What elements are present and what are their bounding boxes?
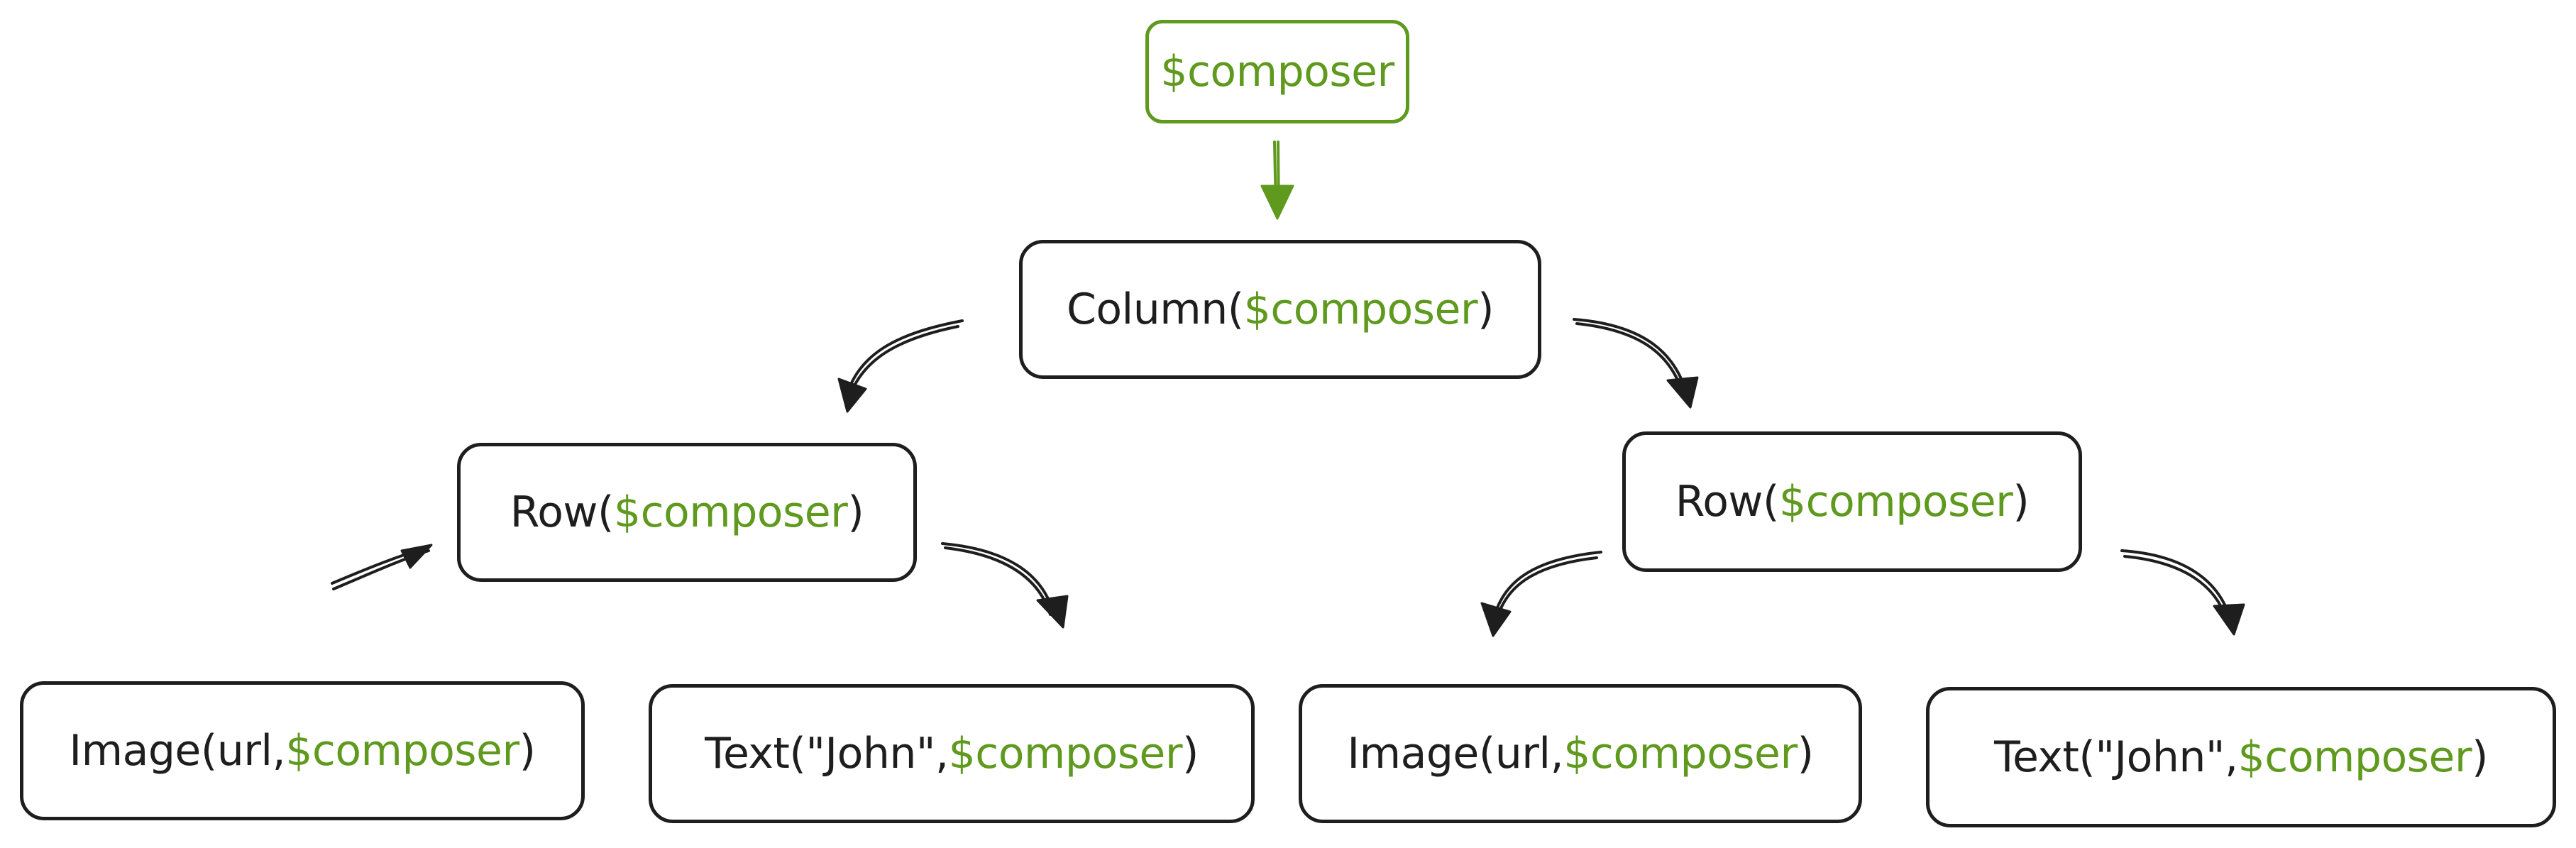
column-node-arg: $composer (1243, 285, 1478, 334)
text-right-close: ) (2472, 732, 2488, 782)
arrowhead-column-to-row-left (837, 378, 867, 413)
text-left-name: Text("John", (705, 729, 949, 778)
arrowhead-column-to-row-right (1666, 376, 1699, 409)
image-left-name: Image(url, (69, 726, 286, 776)
row-right-close: ) (2013, 477, 2030, 527)
composer-root-label: $composer (1160, 47, 1394, 97)
edge-row-right-to-text-right-extra (2123, 555, 2228, 622)
image-right-name: Image(url, (1347, 729, 1564, 778)
column-node: Column( $composer ) (1019, 240, 1541, 379)
edge-row-right-to-text-right (2120, 549, 2231, 619)
image-right-close: ) (1797, 729, 1814, 778)
arrowhead-row-right-to-image-right (1480, 602, 1512, 637)
row-left-name: Row( (510, 488, 615, 537)
row-right-arg: $composer (1778, 477, 2013, 527)
edge-row-left-to-text-left (941, 542, 1055, 613)
edge-column-to-row-left (844, 319, 964, 399)
text-left-arg: $composer (948, 729, 1183, 778)
text-left-close: ) (1182, 729, 1199, 778)
edge-row-right-to-image-right-extra (1495, 556, 1598, 624)
image-node-right: Image(url, $composer ) (1299, 684, 1862, 823)
row-right-name: Row( (1675, 477, 1780, 527)
image-right-arg: $composer (1563, 729, 1798, 778)
row-node-right: Row( $composer ) (1622, 431, 2082, 572)
text-right-arg: $composer (2238, 732, 2472, 782)
text-node-right: Text("John", $composer ) (1926, 687, 2556, 827)
arrowhead-row-right-to-text-right (2213, 603, 2245, 636)
image-left-arg: $composer (285, 726, 519, 776)
image-left-close: ) (519, 726, 536, 776)
row-left-close: ) (847, 488, 864, 537)
row-node-left: Row( $composer ) (457, 443, 917, 582)
image-node-left: Image(url, $composer ) (20, 681, 585, 820)
text-node-left: Text("John", $composer ) (649, 684, 1255, 823)
arrowhead-root-to-column (1260, 185, 1294, 220)
text-right-name: Text("John", (1994, 732, 2238, 782)
row-left-arg: $composer (613, 488, 848, 537)
arrowhead-row-left-to-image-left (400, 544, 433, 569)
column-node-close: ) (1477, 285, 1495, 334)
composer-root-node: $composer (1145, 20, 1409, 123)
arrowhead-row-left-to-text-left (1036, 595, 1069, 629)
column-node-name: Column( (1066, 285, 1244, 334)
